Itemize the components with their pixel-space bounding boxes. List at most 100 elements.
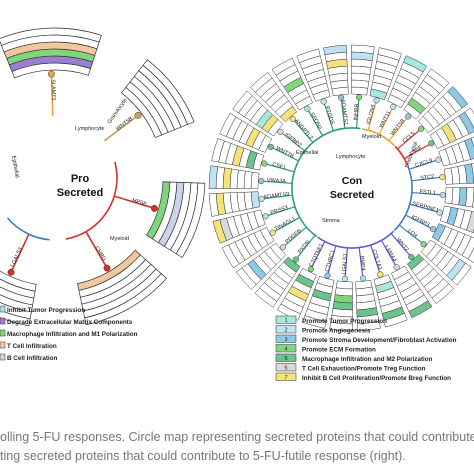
category-box xyxy=(464,107,474,129)
category-box xyxy=(335,280,353,290)
branch-line xyxy=(408,159,438,170)
gene-label: WNT7B xyxy=(275,146,295,160)
legend-swatch xyxy=(0,305,6,313)
branch-line xyxy=(11,233,30,271)
gene-node xyxy=(439,174,446,181)
gene-node xyxy=(418,125,425,132)
figure-canvas: SLAMF1WNT5BHPSECHRDLGALS3ProSecretedLymp… xyxy=(0,27,474,382)
category-box xyxy=(212,219,227,244)
legend-item: Promote Angiogenesis xyxy=(302,328,371,335)
branch-arc xyxy=(291,127,361,238)
branch-line xyxy=(307,109,324,137)
gene-node xyxy=(320,98,327,105)
branch-line xyxy=(295,234,316,260)
legend-item: B Cell Infiltration xyxy=(7,355,58,362)
center-title-line-1: Con xyxy=(342,175,362,187)
branch-line xyxy=(323,102,334,132)
branch-line xyxy=(271,146,299,162)
legend-number: 2 xyxy=(284,328,287,334)
gene-label: WNT11 xyxy=(379,110,393,129)
category-box xyxy=(254,287,278,308)
gene-node xyxy=(277,128,284,135)
branch-label: Epithelial xyxy=(296,150,318,156)
branch-line xyxy=(327,245,337,275)
branch-line xyxy=(50,76,54,117)
gene-node xyxy=(405,113,412,120)
gene-node xyxy=(359,275,366,282)
gene-label: IGFBP3 xyxy=(410,214,430,228)
legend-number: 3 xyxy=(284,337,287,343)
gene-label: IGLON5 xyxy=(366,104,377,125)
gene-label: MIF xyxy=(412,145,424,155)
category-box xyxy=(232,90,253,114)
gene-label: WNT5B xyxy=(115,116,134,133)
gene-node xyxy=(151,204,158,212)
gene-node xyxy=(436,209,443,216)
branch-line xyxy=(397,128,421,150)
legend-swatch xyxy=(275,353,297,362)
branch-line xyxy=(265,163,295,173)
gene-label: LOX xyxy=(406,228,419,240)
gene-label: PTGDS xyxy=(324,106,336,126)
gene-label: C1QTNF1 xyxy=(308,243,325,268)
legend-number: 5 xyxy=(284,356,287,362)
gene-node xyxy=(342,275,349,282)
branch-label: Myeloid xyxy=(110,236,129,242)
branch-line xyxy=(310,241,326,269)
branch-label: Lymphocyte xyxy=(75,126,104,132)
branch-line xyxy=(262,194,293,200)
branch-label: Lymphocyte xyxy=(336,154,365,160)
gene-node xyxy=(262,213,269,220)
caption-line-1: olling 5-FU responses. Circle map repres… xyxy=(0,430,474,444)
gene-label: ADAMTS9 xyxy=(263,192,290,201)
gene-label: PDGFB xyxy=(285,228,304,245)
gene-node xyxy=(267,143,274,150)
branch-line xyxy=(292,119,314,143)
legend-swatch xyxy=(275,372,297,381)
category-box xyxy=(323,44,347,56)
category-box xyxy=(84,273,167,326)
category-box xyxy=(351,79,370,89)
category-box xyxy=(208,165,218,189)
legend-swatch xyxy=(275,325,297,334)
category-box xyxy=(471,162,474,184)
branch-label: Epithelial xyxy=(10,155,20,178)
center-title-line-2: Secreted xyxy=(57,187,103,199)
gene-label: LGALS1 xyxy=(341,253,349,274)
branch-line xyxy=(370,244,381,274)
category-box xyxy=(403,55,428,73)
category-box xyxy=(451,262,472,286)
category-box xyxy=(250,171,260,189)
category-box xyxy=(175,182,206,258)
branch-line xyxy=(390,233,412,257)
gene-node xyxy=(47,70,55,78)
gene-label: IGFBP2 xyxy=(283,132,302,149)
gene-label: SERPINE1 xyxy=(412,201,440,214)
branch-line xyxy=(266,206,296,217)
gene-node xyxy=(258,195,265,202)
legend-number: 6 xyxy=(284,366,287,372)
gene-node xyxy=(408,254,415,261)
gene-node xyxy=(355,94,362,101)
branch-line xyxy=(405,214,433,230)
category-box xyxy=(351,86,369,96)
gene-node xyxy=(390,103,397,110)
branch-label: Myeloid xyxy=(362,134,381,140)
left-circle-map: SLAMF1WNT5BHPSECHRDLGALS3ProSecretedLymp… xyxy=(0,27,206,327)
legend-swatch xyxy=(275,315,297,324)
gene-label: STC2 xyxy=(420,174,435,182)
category-box xyxy=(271,57,296,76)
gene-label: SPON2 xyxy=(308,112,322,131)
category-box xyxy=(235,267,257,290)
legend-swatch xyxy=(275,363,297,372)
gene-label: VWA3A xyxy=(267,177,287,184)
gene-node xyxy=(269,229,276,236)
branch-label: Stroma xyxy=(322,218,341,224)
category-box xyxy=(451,187,461,206)
gene-label: CXCL9 xyxy=(415,158,434,169)
gene-node xyxy=(258,178,265,185)
branch-arc xyxy=(394,145,409,166)
gene-node xyxy=(324,272,331,279)
category-box xyxy=(208,193,220,217)
